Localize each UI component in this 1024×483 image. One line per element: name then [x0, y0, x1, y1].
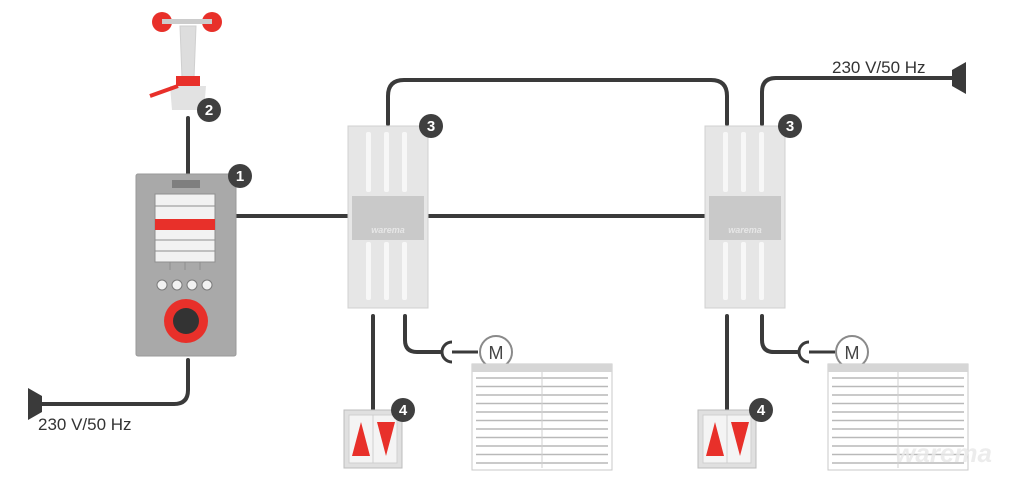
line-actuator-left-to-motor: [403, 314, 442, 354]
motor-icon: M: [835, 335, 869, 369]
power-label-top-right: 230 V/50 Hz: [832, 58, 926, 77]
line-power-top-right: [760, 76, 957, 126]
line-top-bus: [386, 78, 729, 126]
svg-text:3: 3: [786, 118, 794, 135]
wiring-lines: [38, 76, 957, 412]
svg-text:1: 1: [236, 168, 244, 185]
power-terminal-right: [952, 62, 966, 94]
motor-left-label: M: [489, 343, 504, 363]
badge-switch-left: 4: [391, 398, 415, 422]
badge-actuator-left: 3: [419, 114, 443, 138]
actuator-right-brand: warema: [728, 225, 762, 235]
control-unit: [135, 173, 237, 357]
svg-text:2: 2: [205, 102, 213, 119]
power-label-bottom-left: 230 V/50 Hz: [38, 415, 132, 434]
control-display: [154, 193, 216, 270]
badge-actuator-right: 3: [778, 114, 802, 138]
venetian-blind-icon: [471, 363, 613, 471]
svg-text:4: 4: [757, 402, 766, 419]
switch-right: [697, 409, 757, 469]
up-arrow-icon: [706, 422, 724, 456]
anemometer-icon: [149, 12, 222, 110]
watermark-logo: warema: [895, 438, 992, 468]
line-power-bottom-left: [38, 358, 190, 406]
plug-icon: [797, 340, 835, 364]
motor-icon: M: [479, 335, 513, 369]
down-arrow-icon: [377, 422, 395, 456]
up-arrow-icon: [352, 422, 370, 456]
venetian-blind-icon: [827, 363, 969, 471]
down-arrow-icon: [731, 422, 749, 456]
switch-left: [343, 409, 403, 469]
badge-control-unit: 1: [228, 164, 252, 188]
svg-text:3: 3: [427, 118, 435, 135]
plug-icon: [440, 340, 478, 364]
svg-text:4: 4: [399, 402, 408, 419]
power-terminal-left: [28, 388, 42, 420]
motor-right-label: M: [845, 343, 860, 363]
line-actuator-right-to-motor: [760, 314, 799, 354]
badge-wind-sensor: 2: [197, 98, 221, 122]
badge-switch-right: 4: [749, 398, 773, 422]
actuator-left-brand: warema: [371, 225, 405, 235]
actuator-module-left: warema: [347, 125, 429, 309]
actuator-module-right: warema: [704, 125, 786, 309]
